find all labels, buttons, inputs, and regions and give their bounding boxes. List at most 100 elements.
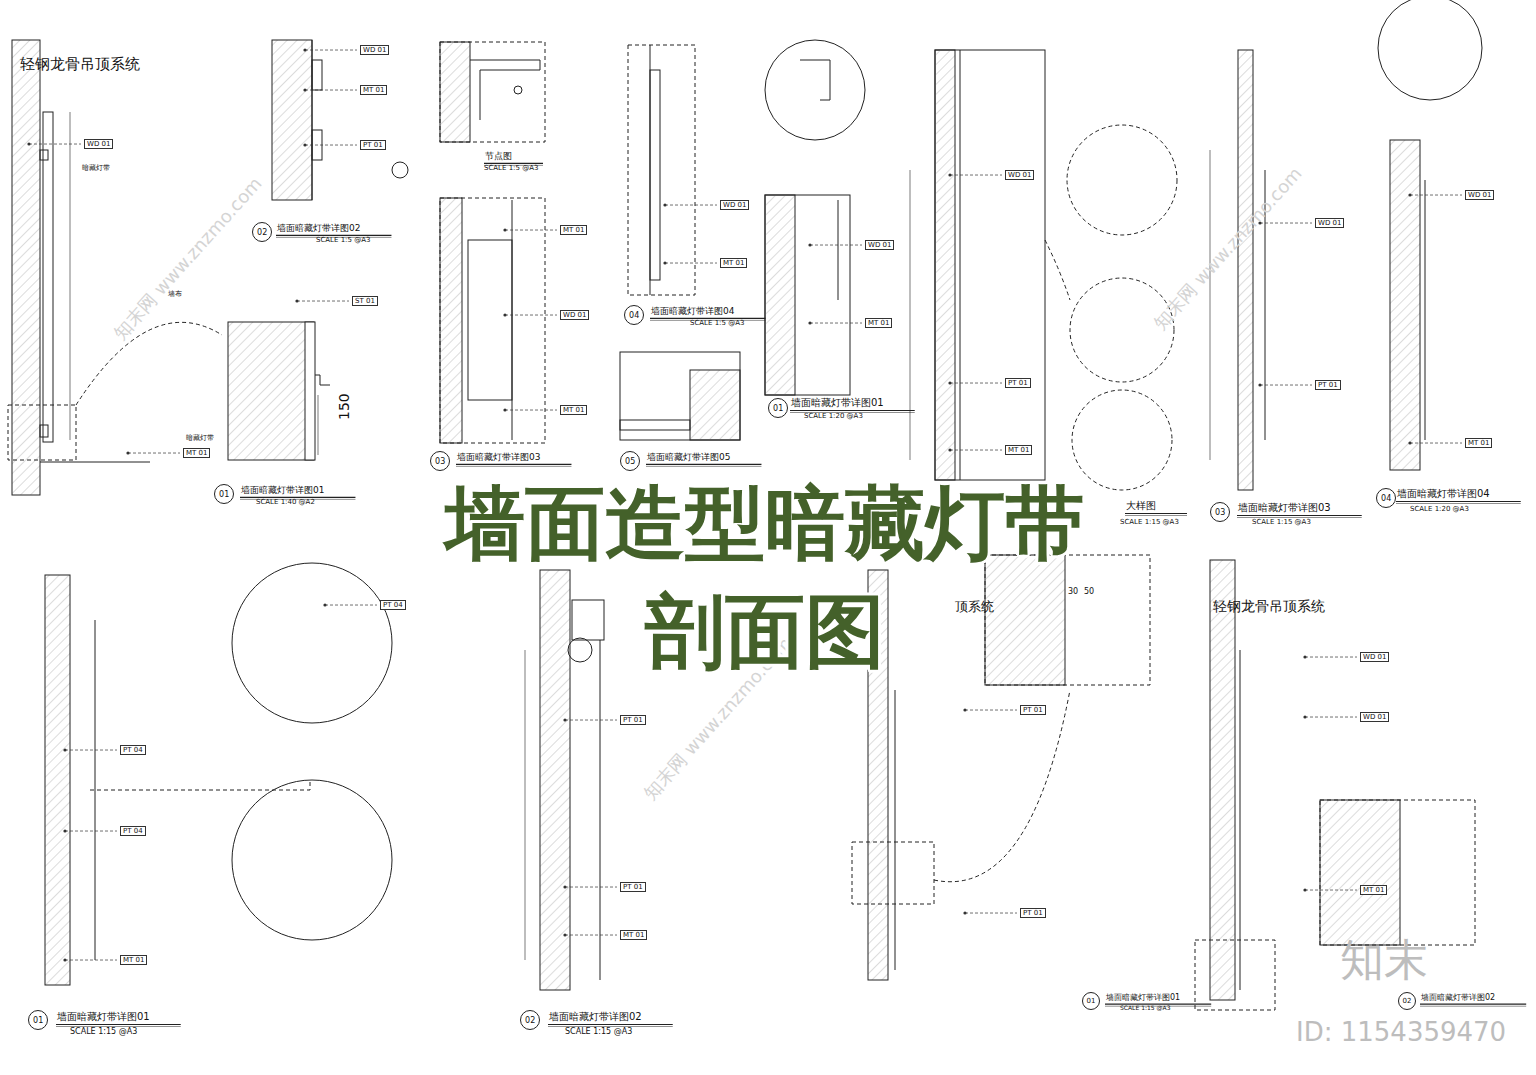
leader-line [65, 960, 117, 961]
material-code: PT 01 [360, 140, 386, 150]
material-code: ST 01 [352, 296, 378, 306]
title-underline [56, 1026, 181, 1027]
leader-line [1260, 385, 1312, 386]
leader-dot [303, 48, 306, 51]
material-code: WD 01 [84, 139, 113, 149]
leader-line [1410, 195, 1462, 196]
leader-dot [63, 748, 66, 751]
material-code: MT 01 [120, 955, 147, 965]
leader-line [950, 450, 1002, 451]
leader-line [505, 315, 557, 316]
title-underline [1396, 501, 1521, 502]
leader-line [565, 720, 617, 721]
leader-dot [295, 299, 298, 302]
leader-line [65, 831, 117, 832]
leader-line [950, 175, 1002, 176]
material-code: WD 01 [720, 200, 749, 210]
leader-dot [563, 885, 566, 888]
title-underline [548, 1024, 673, 1025]
material-code: MT 01 [360, 85, 387, 95]
note-label: 30 [1068, 587, 1078, 596]
leader-line [297, 301, 349, 302]
title-underline [1237, 515, 1362, 516]
leader-line [950, 383, 1002, 384]
material-code: WD 01 [1360, 652, 1389, 662]
leader-line [1305, 890, 1357, 891]
leader-line [1410, 443, 1462, 444]
material-code: MT 01 [560, 225, 587, 235]
leader-dot [948, 448, 951, 451]
note-label: 轻钢龙骨吊顶系统 [20, 56, 140, 73]
title: 墙面造型暗藏灯带 剖面图 [415, 470, 1115, 686]
note-label: SCALE 1:20 @A3 [1410, 505, 1469, 513]
leader-line [665, 263, 717, 264]
title-underline [240, 497, 355, 498]
dimension: 150 [336, 393, 352, 420]
note-label: 暗藏灯带 [186, 434, 214, 442]
title-underline [456, 466, 571, 467]
material-code: WD 01 [560, 310, 589, 320]
leader-dot [808, 321, 811, 324]
drawing-title: 墙面暗藏灯带详图01 [56, 1011, 151, 1023]
material-code: MT 01 [183, 448, 210, 458]
material-code: WD 01 [1360, 712, 1389, 722]
callout-number: 03 [430, 451, 450, 471]
title-underline [1420, 1004, 1526, 1005]
note-label: SCALE 1:5 @A3 [316, 236, 370, 244]
material-code: PT 01 [1005, 378, 1031, 388]
material-code: MT 01 [620, 930, 647, 940]
leader-dot [948, 381, 951, 384]
drawing-title: 墙面暗藏灯带详图05 [646, 452, 731, 462]
note-label: SCALE 1:15 @A3 [1120, 1005, 1170, 1012]
note-label: SCALE 1:20 @A3 [804, 412, 863, 420]
note-label: SCALE 1:15 @A3 [565, 1027, 632, 1036]
leader-dot [1303, 715, 1306, 718]
leader-dot [63, 958, 66, 961]
leader-dot [1303, 888, 1306, 891]
leader-line [810, 323, 862, 324]
drawing-title: 墙面暗藏灯带详图03 [1237, 502, 1332, 514]
leader-line [65, 750, 117, 751]
leader-dot [1258, 383, 1261, 386]
callout-number: 01 [28, 1010, 48, 1030]
material-code: WD 01 [1005, 170, 1034, 180]
drawing-title: 墙面暗藏灯带详图03 [456, 452, 541, 462]
leader-line [1305, 657, 1357, 658]
drawing-title: 墙面暗藏灯带详图02 [1420, 993, 1496, 1002]
material-code: PT 04 [380, 600, 406, 610]
material-code: MT 01 [1005, 445, 1032, 455]
note-label: 顶系统 [955, 600, 994, 615]
material-code: PT 01 [1020, 705, 1046, 715]
note-label: SCALE 1:15 @A3 [1252, 518, 1311, 526]
leader-dot [808, 243, 811, 246]
watermark: 知末网 www.znzmo.com [110, 173, 266, 343]
material-code: PT 01 [620, 882, 646, 892]
callout-number: 01 [214, 484, 234, 504]
drawing-title: 节点图 [484, 151, 513, 161]
material-code: WD 01 [1465, 190, 1494, 200]
title-underline [1420, 1006, 1526, 1007]
leader-dot [1408, 193, 1411, 196]
drawing-title: 大样图 [1125, 500, 1157, 512]
leader-line [305, 145, 357, 146]
title-underline [650, 318, 765, 319]
leader-line [29, 144, 81, 145]
drawing-title: 墙面暗藏灯带详图01 [790, 397, 885, 409]
leader-line [665, 205, 717, 206]
drawing-title: 墙面暗藏灯带详图04 [1396, 488, 1491, 500]
note-label: SCALE 1:15 @A3 [70, 1027, 137, 1036]
leader-dot [126, 451, 129, 454]
watermark: 知末 [1340, 935, 1428, 986]
leader-dot [663, 203, 666, 206]
watermark: ID: 1154359470 [1296, 1018, 1506, 1048]
material-code: PT 01 [1315, 380, 1341, 390]
leader-line [505, 410, 557, 411]
leader-dot [503, 228, 506, 231]
leader-line [565, 935, 617, 936]
callout-number: 02 [252, 222, 272, 242]
leader-line [325, 605, 377, 606]
title-underline [456, 464, 571, 465]
leader-dot [563, 933, 566, 936]
leader-dot [303, 88, 306, 91]
watermark: 知末网 www.znzmo.com [1150, 163, 1306, 333]
